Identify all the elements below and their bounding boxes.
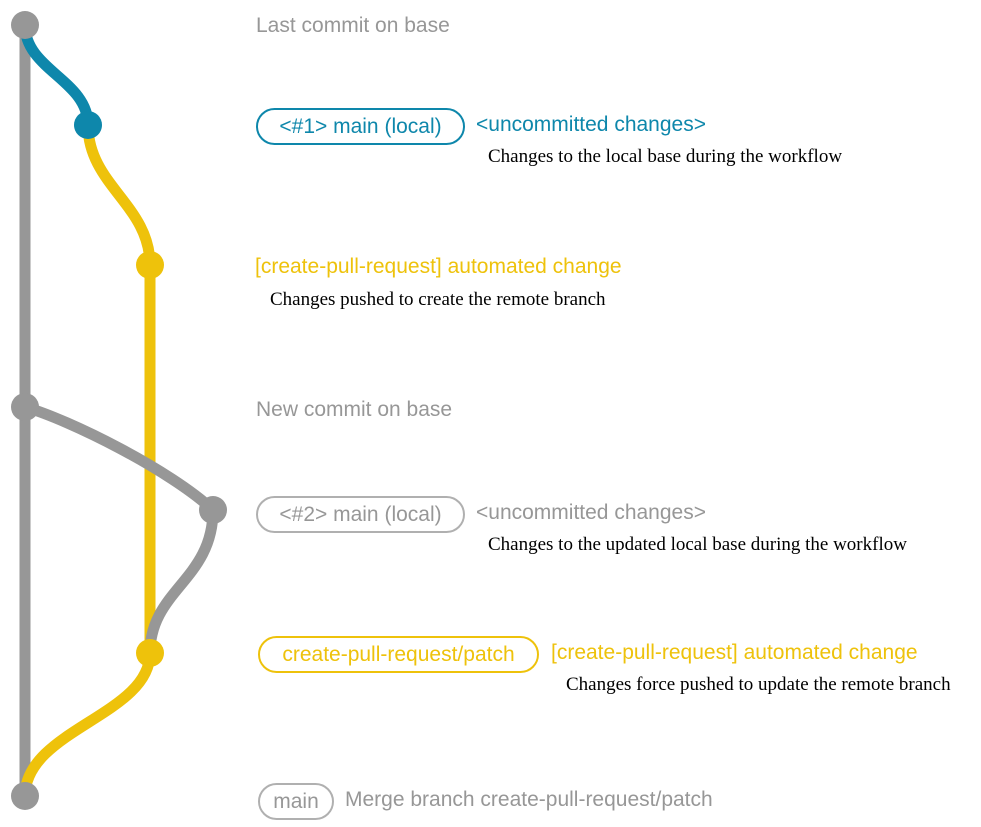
- edge-newbase-to-local2: [19, 401, 219, 516]
- label-last-commit-on-base: Last commit on base: [256, 14, 450, 37]
- badge-main-local-2[interactable]: <#2> main (local): [256, 496, 465, 533]
- commit-node-local-1[interactable]: [74, 111, 102, 139]
- commit-node-merge[interactable]: [11, 782, 39, 810]
- commit-node-local-2[interactable]: [199, 496, 227, 524]
- label-automated-change-1: [create-pull-request] automated change: [255, 255, 622, 278]
- description-force-pushed-update-remote-branch: Changes force pushed to update the remot…: [566, 674, 951, 695]
- edge-local-to-patch: [82, 119, 156, 271]
- commit-node-patch-1[interactable]: [136, 251, 164, 279]
- commit-node-base-new[interactable]: [11, 393, 39, 421]
- description-local-base-changes: Changes to the local base during the wor…: [488, 146, 843, 167]
- edge-base-to-local: [19, 19, 94, 131]
- label-new-commit-on-base: New commit on base: [256, 398, 453, 421]
- description-pushed-create-remote-branch: Changes pushed to create the remote bran…: [270, 289, 606, 310]
- badge-main-local-1[interactable]: <#1> main (local): [256, 108, 465, 145]
- label-merge-branch: Merge branch create-pull-request/patch: [345, 788, 713, 811]
- git-branch-graph: [11, 11, 227, 810]
- edge-patch-merge-to-base: [19, 647, 156, 802]
- label-uncommitted-changes-2: <uncommitted changes>: [476, 501, 706, 524]
- edge-local2-to-patch2: [144, 504, 219, 659]
- label-automated-change-2: [create-pull-request] automated change: [551, 641, 918, 664]
- description-updated-local-base-changes: Changes to the updated local base during…: [488, 534, 907, 555]
- commit-node-base-last[interactable]: [11, 11, 39, 39]
- badge-create-pull-request-patch[interactable]: create-pull-request/patch: [258, 636, 539, 673]
- badge-main[interactable]: main: [258, 783, 334, 820]
- label-uncommitted-changes-1: <uncommitted changes>: [476, 113, 706, 136]
- commit-node-patch-2[interactable]: [136, 639, 164, 667]
